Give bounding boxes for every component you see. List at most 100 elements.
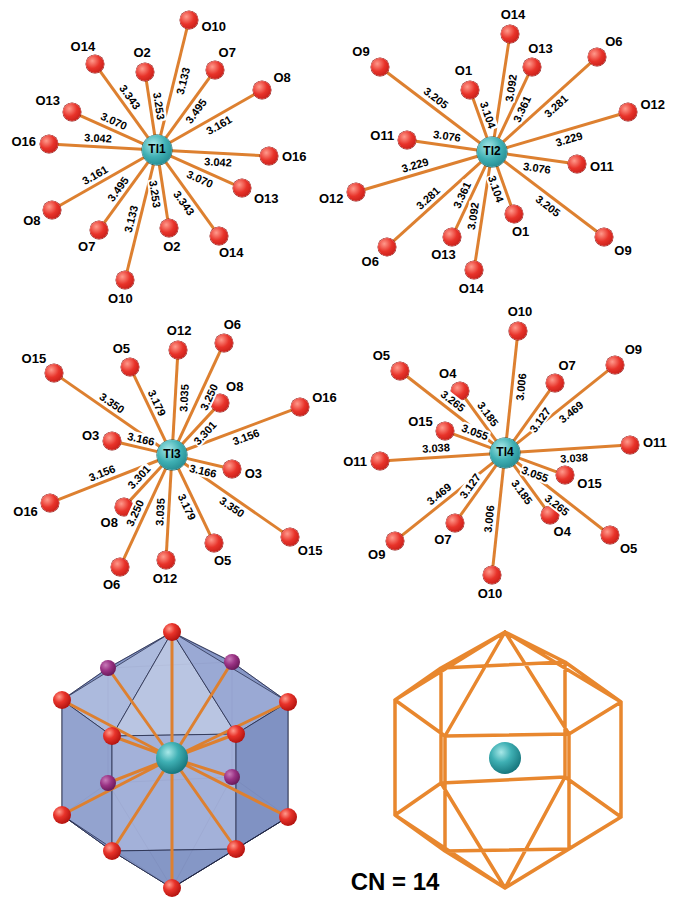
- label-group: O10: [200, 20, 227, 34]
- atom-label: O9: [367, 548, 386, 562]
- label-group: O6: [102, 578, 121, 592]
- atom-label: O12: [166, 324, 193, 338]
- bond-length: 3.281: [541, 92, 571, 121]
- oxygen-atom: O1: [461, 81, 479, 99]
- label-group: O15: [21, 352, 48, 366]
- atom-label: O11: [642, 436, 668, 450]
- atom-label: O11: [589, 160, 615, 174]
- atom-label: O13: [253, 192, 280, 206]
- thallium-atom: Tl1: [142, 135, 172, 165]
- atom-label: O9: [624, 343, 643, 357]
- label-group: O1: [454, 64, 473, 78]
- oxygen-atom: O16: [40, 135, 58, 153]
- coordination-number: CN = 14: [351, 869, 440, 895]
- hidden-oxygen-sphere: [100, 775, 116, 791]
- label-group: O7: [77, 240, 96, 254]
- oxygen-atom: O3: [103, 432, 121, 450]
- bond-length: 3.076: [431, 128, 462, 144]
- label-group: O7: [218, 46, 237, 60]
- thallium-atom: Tl3: [157, 440, 187, 470]
- bond-length: 3.253: [146, 179, 162, 210]
- thallium-sphere: [489, 742, 521, 774]
- atom-label: O12: [318, 192, 345, 206]
- oxygen-atom: O3: [223, 460, 241, 478]
- bond-line: [402, 462, 493, 535]
- oxygen-sphere: [53, 806, 71, 824]
- oxygen-atom: O11: [371, 452, 389, 470]
- label-group: O13: [253, 192, 280, 206]
- oxygen-atom: O10: [180, 11, 198, 29]
- atom-label: O11: [369, 129, 395, 143]
- atom-label: O14: [218, 246, 245, 260]
- atom-label: O11: [342, 455, 368, 469]
- label-group: O3: [244, 467, 263, 481]
- oxygen-atom: O8: [253, 81, 271, 99]
- oxygen-sphere: [53, 691, 71, 709]
- oxygen-atom: O14: [210, 227, 228, 245]
- label-group: O15: [407, 415, 434, 429]
- label-group: O2: [132, 46, 151, 60]
- atom-label: Tl1: [148, 143, 165, 156]
- oxygen-atom: O16: [291, 398, 309, 416]
- atom-label: O8: [225, 380, 244, 394]
- oxygen-atom: O6: [378, 238, 396, 256]
- atom-label: O2: [162, 240, 181, 254]
- label-group: O13: [430, 248, 457, 262]
- wireframe-polyhedron: [395, 632, 621, 888]
- atom-label: O2: [132, 46, 151, 60]
- label-group: O7: [557, 359, 576, 373]
- label-group: O3: [81, 429, 100, 443]
- label-group: O16: [10, 135, 37, 149]
- bond-length: 3.253: [151, 90, 167, 121]
- label-group: O12: [152, 572, 179, 586]
- bond-length: 3.156: [86, 462, 118, 484]
- oxygen-atom: O14: [86, 55, 104, 73]
- oxygen-atom: O13: [63, 103, 81, 121]
- atom-label: O12: [152, 572, 179, 586]
- bond-length: 3.104: [485, 173, 506, 205]
- atom-label: O16: [281, 150, 308, 164]
- oxygen-atom: O13: [523, 58, 541, 76]
- atom-label: O4: [553, 525, 572, 539]
- oxygen-atom: O11: [568, 155, 586, 173]
- bond-line: [60, 157, 144, 205]
- atom-label: O6: [361, 255, 380, 269]
- oxygen-sphere: [103, 842, 121, 860]
- oxygen-atom: O6: [215, 334, 233, 352]
- label-group: O11: [642, 436, 668, 450]
- oxygen-atom: O6: [111, 558, 129, 576]
- label-group: O12: [318, 192, 345, 206]
- label-group: O5: [213, 554, 232, 568]
- atom-label: O16: [311, 391, 338, 405]
- oxygen-atom: O14: [501, 25, 519, 43]
- bond-line: [173, 359, 178, 440]
- bond-line: [520, 446, 621, 452]
- bond-length: 3.179: [145, 387, 169, 419]
- bond-line: [167, 470, 172, 551]
- atom-label: O9: [613, 244, 632, 258]
- atom-label: O15: [21, 352, 48, 366]
- atom-label: O12: [640, 98, 667, 112]
- bond-length: 3.038: [421, 441, 451, 455]
- oxygen-atom: O16: [41, 494, 59, 512]
- bond-line: [517, 371, 608, 444]
- label-group: O6: [361, 255, 380, 269]
- oxygen-atom: O13: [443, 228, 461, 246]
- bond-line: [394, 162, 481, 241]
- oxygen-atom: O5: [391, 362, 409, 380]
- label-group: O8: [225, 380, 244, 394]
- oxygen-atom: O12: [157, 551, 175, 569]
- label-group: O6: [604, 35, 623, 49]
- oxygen-atom: O2: [160, 219, 178, 237]
- label-group: Tl2: [477, 137, 507, 167]
- oxygen-atom: O7: [90, 221, 108, 239]
- label-group: O11: [369, 129, 395, 143]
- label-group: O6: [223, 318, 242, 332]
- bond-length: 3.076: [522, 159, 553, 175]
- label-group: O11: [342, 455, 368, 469]
- label-group: O15: [576, 477, 603, 491]
- oxygen-atom: O12: [347, 183, 365, 201]
- atom-label: O3: [244, 467, 263, 481]
- bond-length: 3.070: [184, 168, 216, 191]
